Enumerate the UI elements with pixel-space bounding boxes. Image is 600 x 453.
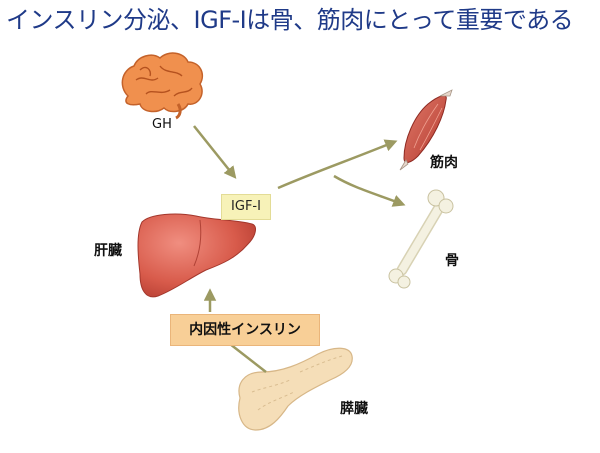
liver-icon [137, 213, 256, 298]
muscle-label: 筋肉 [430, 155, 458, 171]
igf-label-box: IGF-I [221, 194, 271, 220]
brain-icon [121, 52, 204, 120]
page-title: インスリン分泌、IGF-Iは骨、筋肉にとって重要である [6, 6, 574, 34]
arrow-gh-to-igf [193, 125, 237, 179]
arrow-to-bone [333, 174, 406, 207]
pancreas-label: 膵臓 [340, 401, 368, 417]
arrow-to-muscle [277, 139, 398, 190]
bone-label: 骨 [445, 253, 459, 269]
bone-icon [388, 189, 454, 289]
arrow-pancreas-to-insulin [229, 343, 267, 373]
pancreas-icon [238, 347, 353, 431]
gh-label: GH [152, 117, 172, 132]
insulin-label-box: 内因性インスリン [170, 314, 320, 346]
liver-label: 肝臓 [94, 243, 122, 259]
muscle-icon [399, 89, 453, 171]
